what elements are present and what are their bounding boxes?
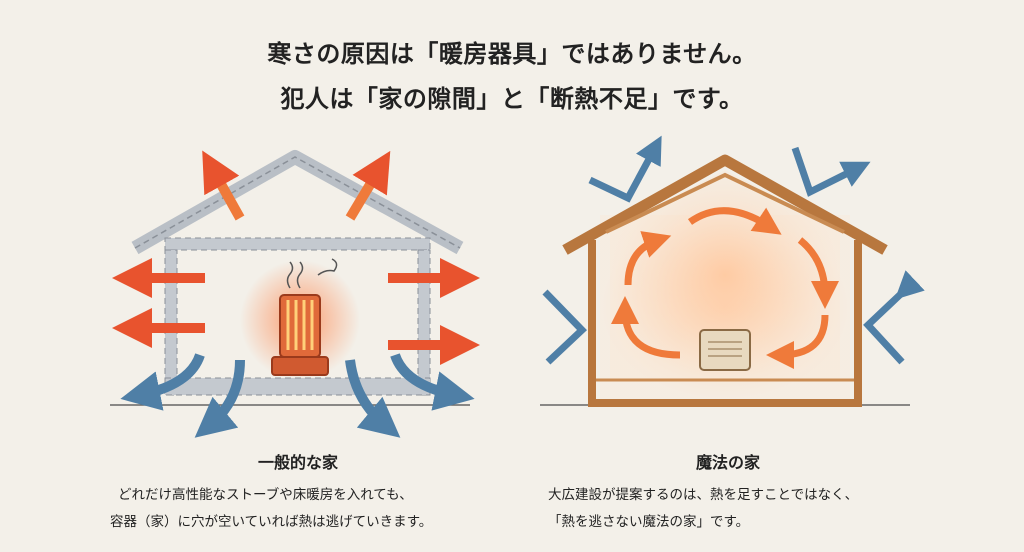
blocked-cold-arrows (542, 135, 925, 365)
desc-line: 容器（家）に穴が空いていれば熱は逃げていきます。 (110, 514, 433, 530)
headline-line-2: 犯人は「家の隙間」と「断熱不足」です。 (280, 85, 744, 113)
desc-line: 大広建設が提案するのは、熱を足すことではなく、 (548, 487, 859, 503)
headline-line-1: 寒さの原因は「暖房器具」ではありません。 (267, 40, 757, 68)
circulating-heat-arrows (611, 207, 839, 369)
ordinary-house (110, 150, 480, 438)
desc-line: 「熱を逃さない魔法の家」です。 (548, 514, 750, 530)
magic-house-description: 大広建設が提案するのは、熱を足すことではなく、 「熱を逃さない魔法の家」です。 (548, 482, 858, 536)
desc-line: どれだけ高性能なストーブや床暖房を入れても、 (118, 487, 413, 503)
heat-loss-arrows (112, 150, 480, 438)
ordinary-house-description: どれだけ高性能なストーブや床暖房を入れても、 容器（家）に穴が空いていれば熱は逃… (110, 482, 432, 536)
heater-icon (699, 329, 751, 371)
ordinary-house-label: 一般的な家 (257, 453, 338, 472)
magic-house (540, 135, 925, 407)
stove-icon (271, 258, 338, 376)
magic-house-label: 魔法の家 (695, 453, 760, 472)
